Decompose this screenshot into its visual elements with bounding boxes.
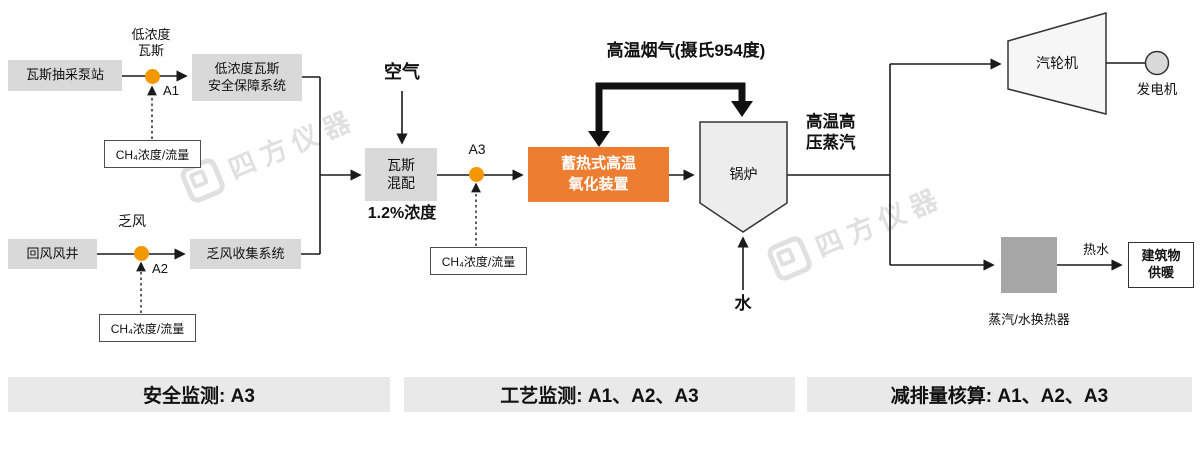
node-return-air-shaft: 回风风井 — [8, 239, 97, 269]
node-ch4-meter-a2: CH₄浓度/流量 — [99, 314, 196, 342]
label-low-concentration-gas: 低浓度 瓦斯 — [131, 27, 171, 58]
label-hot-water: 热水 — [1082, 242, 1109, 257]
label-heat-exchanger: 蒸汽/水换热器 — [988, 312, 1070, 327]
sensor-a1-dot — [145, 69, 160, 84]
label-a2: A2 — [152, 261, 168, 276]
boiler-shape — [699, 121, 788, 233]
node-vam-collection-system: 乏风收集系统 — [190, 239, 301, 269]
node-ch4-meter-a3: CH₄浓度/流量 — [430, 247, 527, 275]
node-building-heating: 建筑物 供暖 — [1128, 242, 1194, 288]
label-turbine: 汽轮机 — [1036, 55, 1078, 71]
label-mix-concentration: 1.2%浓度 — [367, 205, 437, 222]
label-hp-steam: 高温高 压蒸汽 — [806, 113, 856, 153]
label-water: 水 — [734, 294, 752, 313]
label-ventilation-air: 乏风 — [118, 213, 146, 229]
generator-circle — [1144, 50, 1170, 76]
sensor-a2-dot — [134, 246, 149, 261]
heat-exchanger-shape — [1001, 237, 1057, 293]
node-gas-pump-station: 瓦斯抽采泵站 — [8, 60, 122, 91]
flue-gas-pipe — [588, 82, 753, 147]
label-air: 空气 — [384, 62, 420, 82]
node-ch4-meter-a1: CH₄浓度/流量 — [104, 140, 201, 168]
banner-emission-reduction-accounting: 减排量核算: A1、A2、A3 — [807, 377, 1192, 412]
label-flue-gas: 高温烟气(摄氏954度) — [606, 41, 766, 60]
turbine-shape — [1007, 12, 1107, 115]
node-gas-mixer: 瓦斯 混配 — [365, 148, 437, 201]
label-generator: 发电机 — [1136, 82, 1178, 97]
banner-process-monitoring: 工艺监测: A1、A2、A3 — [404, 377, 795, 412]
node-rto-oxidizer: 蓄热式高温 氧化装置 — [528, 147, 669, 202]
banner-safety-monitoring: 安全监测: A3 — [8, 377, 390, 412]
node-safety-system: 低浓度瓦斯 安全保障系统 — [192, 54, 302, 101]
label-a3: A3 — [468, 141, 486, 157]
label-a1: A1 — [163, 83, 179, 98]
solid-connectors — [97, 58, 1145, 290]
sensor-dotted-connectors — [136, 85, 481, 313]
label-boiler: 锅炉 — [729, 166, 758, 182]
sensor-a3-dot — [469, 167, 484, 182]
